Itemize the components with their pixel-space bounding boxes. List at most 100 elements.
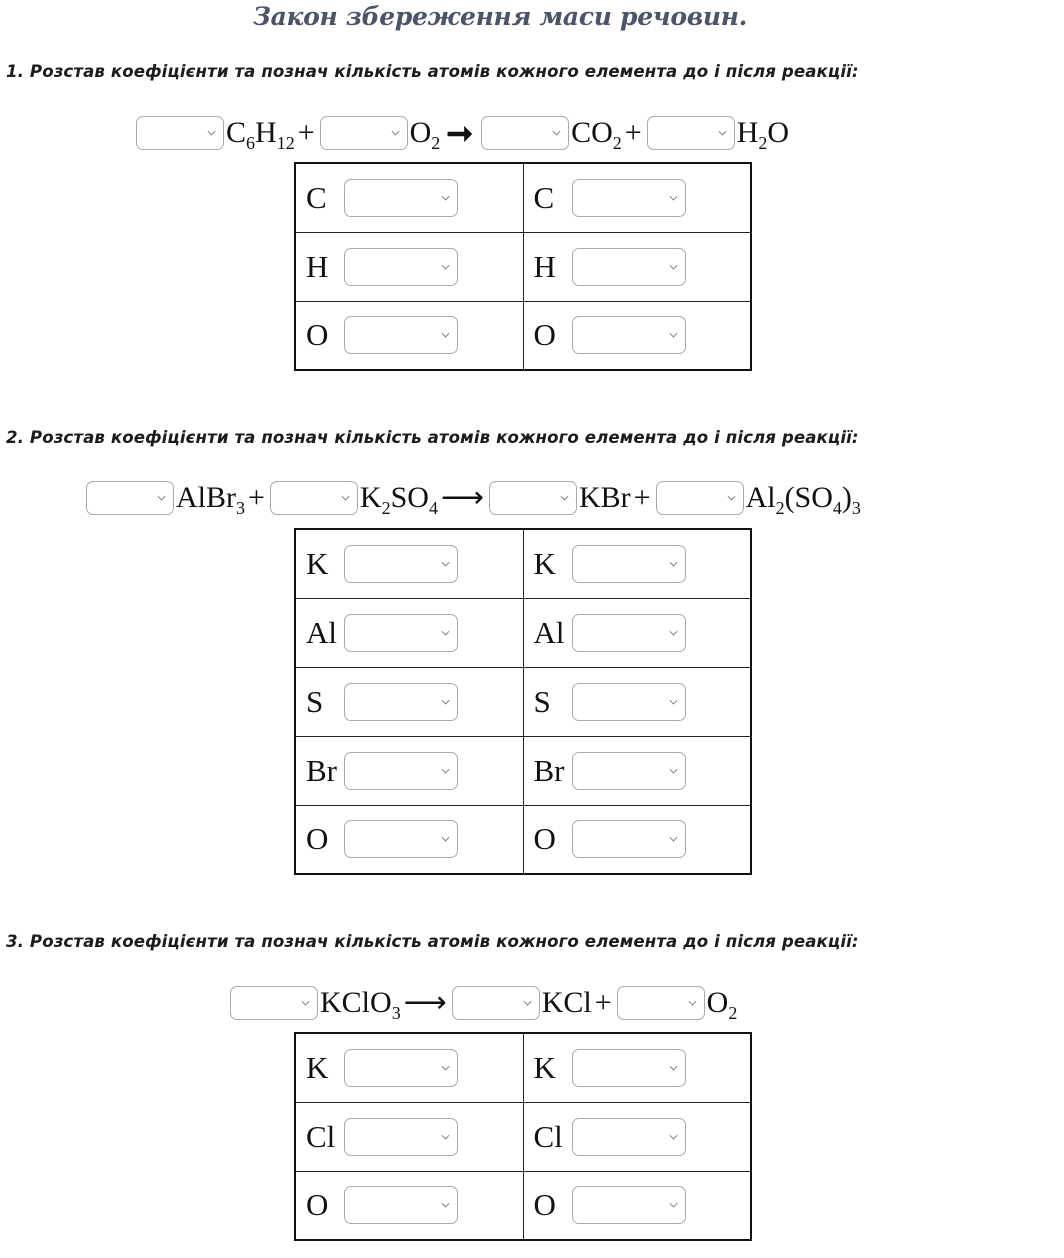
atom-count-select[interactable] [571, 820, 686, 859]
before-cell: O [294, 804, 524, 875]
table-row: C C [294, 162, 752, 233]
table-row: O O [294, 1170, 752, 1241]
table-row: Br Br [294, 735, 752, 806]
before-cell: S [294, 666, 524, 737]
task-2-equation: AlBr3 + K2SO4 ⟶ KBr + Al2(SO4)3 [84, 475, 861, 521]
element-label: O [306, 1187, 329, 1223]
chevron-down-icon [301, 997, 310, 1006]
table-row: K K [294, 1032, 752, 1103]
reaction-arrow-icon: ⟶ [440, 481, 484, 514]
before-cell: C [294, 162, 524, 233]
chevron-down-icon [560, 492, 569, 501]
atom-count-select[interactable] [344, 613, 458, 652]
atom-count-select[interactable] [344, 544, 458, 583]
after-cell: K [522, 528, 752, 599]
atom-count-select[interactable] [344, 316, 458, 355]
atom-count-select[interactable] [344, 1117, 458, 1156]
chevron-down-icon [441, 833, 450, 842]
element-label: Al [306, 614, 337, 650]
table-row: O O [294, 804, 752, 875]
element-label: O [533, 1187, 556, 1223]
chevron-down-icon [669, 261, 677, 269]
task-3-atom-table: K K Cl Cl O O [294, 1032, 752, 1241]
chevron-down-icon [669, 1062, 677, 1071]
after-cell: Al [522, 597, 752, 668]
chevron-down-icon [669, 833, 677, 842]
element-label: H [306, 248, 329, 284]
atom-count-select[interactable] [344, 1048, 458, 1087]
coef-select-2[interactable] [319, 116, 408, 150]
coef-select-1[interactable] [230, 986, 318, 1020]
atom-count-select[interactable] [571, 1048, 686, 1087]
element-label: Cl [306, 1118, 336, 1154]
coef-select-1[interactable] [136, 116, 224, 150]
reactant-2: K2SO4 [359, 481, 438, 518]
reactant-2: O2 [409, 116, 441, 153]
element-label: H [533, 248, 556, 284]
element-label: K [306, 545, 329, 581]
atom-count-select[interactable] [571, 178, 686, 217]
element-label: Br [533, 752, 565, 788]
reaction-arrow-icon: ⟶ [403, 986, 447, 1019]
atom-count-select[interactable] [571, 247, 686, 286]
table-row: Cl Cl [294, 1101, 752, 1172]
after-cell: O [522, 804, 752, 875]
atom-count-select[interactable] [571, 751, 686, 790]
element-label: S [306, 683, 324, 719]
coef-select-3[interactable] [488, 481, 577, 515]
chevron-down-icon [441, 627, 450, 635]
coef-select-2[interactable] [269, 481, 358, 515]
chevron-down-icon [391, 127, 400, 136]
chevron-down-icon [157, 492, 166, 501]
before-cell: Br [294, 735, 524, 806]
atom-count-select[interactable] [571, 316, 686, 355]
after-cell: C [522, 162, 752, 233]
before-cell: Al [294, 597, 524, 668]
atom-count-select[interactable] [344, 1186, 458, 1225]
coef-select-4[interactable] [655, 481, 744, 515]
atom-count-select[interactable] [571, 1117, 686, 1156]
reaction-arrow-icon: ➞ [446, 115, 474, 151]
reactant-1: C6H12 [226, 116, 295, 153]
task-2-instruction: 2. Розстав коефіцієнти та познач кількіс… [6, 428, 859, 447]
atom-count-select[interactable] [571, 1186, 686, 1225]
chevron-down-icon [669, 696, 677, 704]
chevron-down-icon [669, 1131, 677, 1139]
plus-sign: + [633, 481, 651, 514]
after-cell: Cl [522, 1101, 752, 1172]
atom-count-select[interactable] [571, 544, 686, 583]
atom-count-select[interactable] [344, 247, 458, 286]
atom-count-select[interactable] [571, 613, 686, 652]
atom-count-select[interactable] [344, 751, 458, 790]
chevron-down-icon [727, 492, 736, 501]
atom-count-select[interactable] [344, 682, 458, 721]
atom-count-select[interactable] [571, 682, 686, 721]
chevron-down-icon [441, 1062, 450, 1071]
product-1: KBr [578, 481, 631, 514]
coef-select-3[interactable] [481, 116, 570, 150]
product-2: O2 [706, 986, 738, 1023]
element-label: Br [306, 752, 337, 788]
coef-select-4[interactable] [646, 116, 735, 150]
atom-count-select[interactable] [344, 178, 458, 217]
chevron-down-icon [669, 765, 677, 773]
element-label: K [306, 1049, 329, 1085]
chevron-down-icon [688, 997, 697, 1006]
reactant-1: AlBr3 [176, 481, 245, 518]
element-label: K [533, 545, 556, 581]
coef-select-3[interactable] [616, 986, 705, 1020]
coef-select-2[interactable] [451, 986, 540, 1020]
chevron-down-icon [669, 558, 677, 567]
after-cell: Br [522, 735, 752, 806]
chevron-down-icon [441, 1199, 450, 1208]
chevron-down-icon [207, 127, 216, 136]
after-cell: H [522, 231, 752, 302]
element-label: O [306, 317, 329, 353]
coef-select-1[interactable] [86, 481, 174, 515]
before-cell: Cl [294, 1101, 524, 1172]
element-label: O [533, 821, 556, 857]
product-2: H2O [736, 116, 790, 153]
atom-count-select[interactable] [344, 820, 458, 859]
page-title: Закон збереження маси речовин. [252, 2, 748, 31]
after-cell: S [522, 666, 752, 737]
